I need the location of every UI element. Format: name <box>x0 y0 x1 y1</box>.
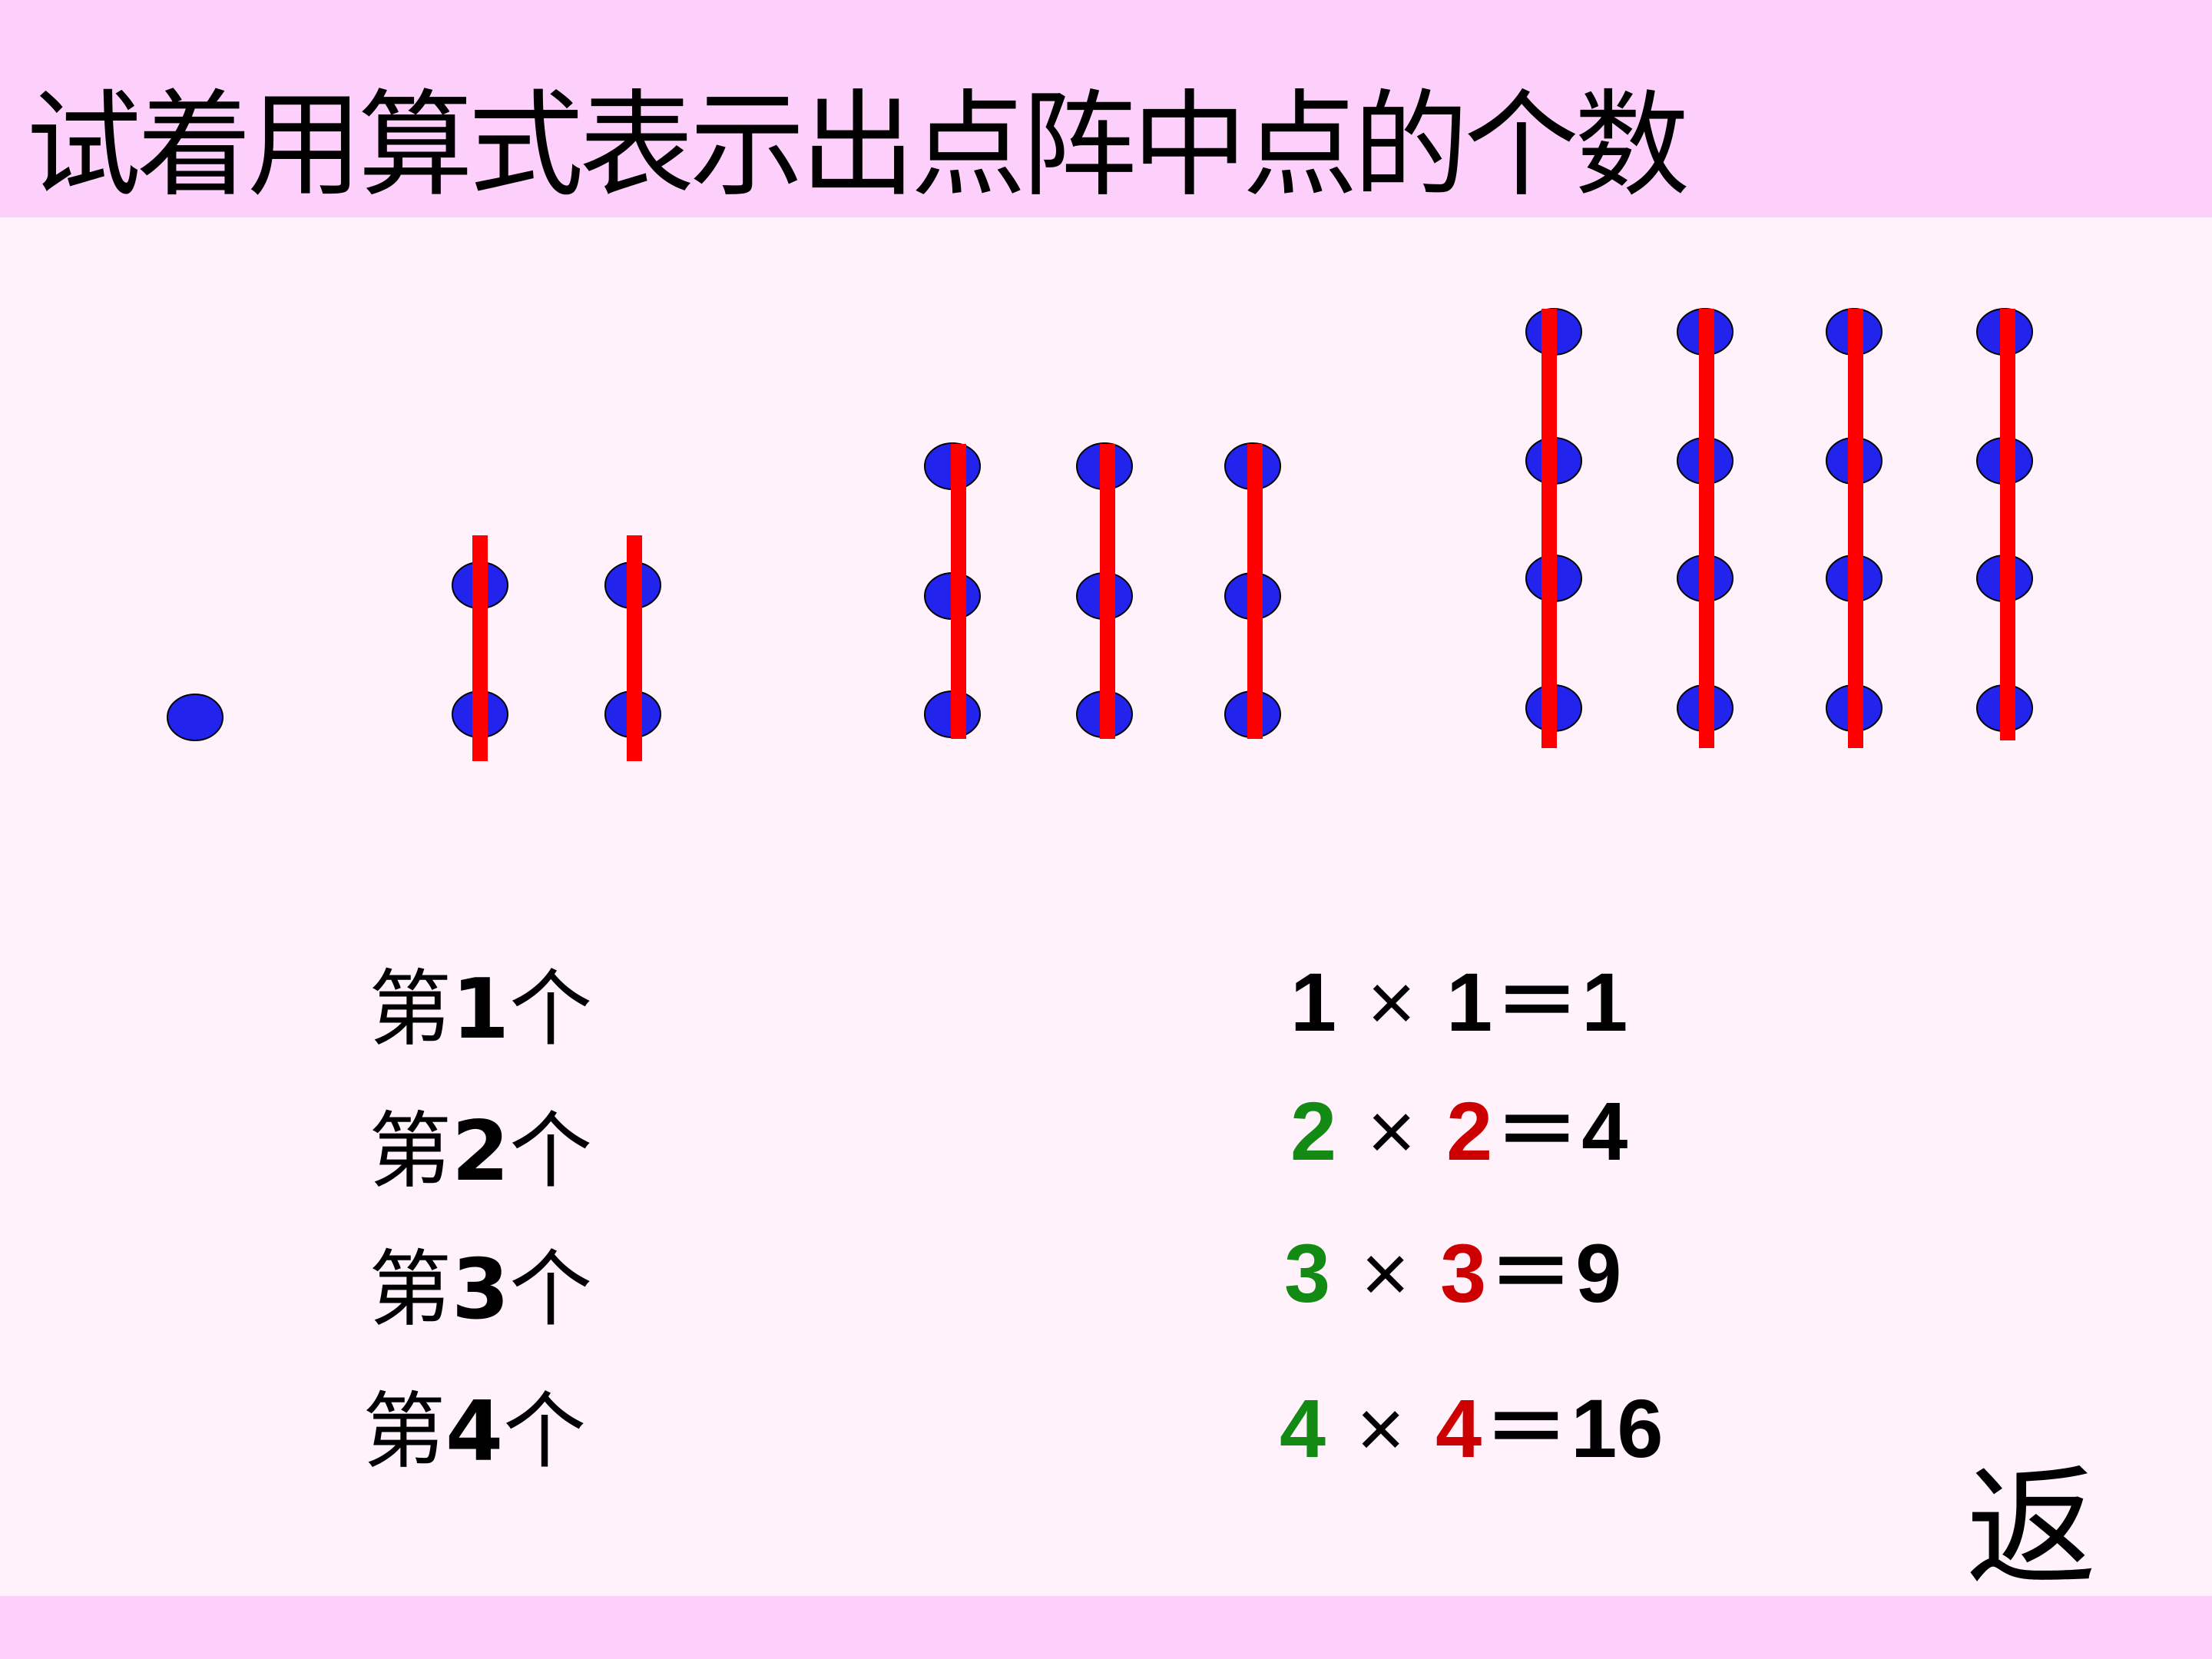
page-title: 试着用算式表示出点阵中点的个数 <box>26 79 1690 213</box>
column-line <box>951 444 966 739</box>
column-line <box>1541 309 1557 748</box>
equation-result: 16 <box>1571 1382 1664 1475</box>
pattern-label-3: 第3个 <box>369 1244 592 1336</box>
label-suffix: 个 <box>509 1242 593 1338</box>
equals-sign: ＝ <box>1495 955 1579 1048</box>
label-suffix: 个 <box>503 1384 587 1480</box>
equation-result: 4 <box>1581 1084 1628 1177</box>
dot <box>167 694 224 741</box>
dot-pattern-3 <box>924 442 1281 739</box>
equals-sign: ＝ <box>1485 1382 1568 1475</box>
times-sign: × <box>1367 1084 1416 1177</box>
column-line <box>472 535 488 761</box>
label-suffix: 个 <box>509 962 593 1058</box>
label-suffix: 个 <box>509 1104 593 1200</box>
pattern-label-4: 第4个 <box>363 1386 586 1479</box>
column-line <box>627 535 642 761</box>
equation-4: 4×4＝16 <box>1280 1382 1663 1475</box>
equals-sign: ＝ <box>1495 1084 1579 1177</box>
dot-pattern-1 <box>167 694 224 741</box>
times-sign: × <box>1361 1227 1410 1320</box>
equation-factor-b: 3 <box>1440 1227 1487 1320</box>
label-prefix: 第 <box>369 962 452 1058</box>
back-button[interactable]: 返 <box>1966 1452 2098 1604</box>
equation-result: 1 <box>1581 955 1628 1048</box>
label-prefix: 第 <box>369 1242 452 1338</box>
column-line <box>1848 309 1863 748</box>
equation-3: 3×3＝9 <box>1284 1227 1621 1320</box>
pattern-label-1: 第1个 <box>369 964 592 1056</box>
column-line <box>1247 444 1263 739</box>
equation-result: 9 <box>1575 1227 1622 1320</box>
equation-factor-a: 4 <box>1280 1382 1326 1475</box>
equation-factor-b: 4 <box>1435 1382 1482 1475</box>
equation-factor-a: 3 <box>1284 1227 1331 1320</box>
times-sign: × <box>1356 1382 1406 1475</box>
pattern-label-2: 第2个 <box>369 1106 592 1198</box>
dot-pattern-2 <box>452 535 661 761</box>
column-line <box>1699 309 1714 748</box>
footer-bar <box>0 1596 2212 1659</box>
column-line <box>2000 309 2015 740</box>
equation-factor-b: 2 <box>1446 1084 1493 1177</box>
label-prefix: 第 <box>369 1104 452 1200</box>
equation-factor-a: 2 <box>1290 1084 1337 1177</box>
label-number: 1 <box>452 962 510 1058</box>
title-bar <box>0 0 2212 217</box>
label-number: 2 <box>452 1104 510 1200</box>
equation-factor-a: 1 <box>1290 955 1337 1048</box>
column-line <box>1100 444 1115 739</box>
dot-pattern-4 <box>1525 308 2033 748</box>
equals-sign: ＝ <box>1489 1227 1573 1320</box>
equation-1: 1×1＝1 <box>1290 956 1628 1048</box>
equation-factor-b: 1 <box>1446 955 1493 1048</box>
label-prefix: 第 <box>363 1384 446 1480</box>
label-number: 4 <box>445 1384 504 1480</box>
label-number: 3 <box>452 1242 510 1338</box>
equation-2: 2×2＝4 <box>1290 1085 1628 1177</box>
times-sign: × <box>1367 955 1416 1048</box>
